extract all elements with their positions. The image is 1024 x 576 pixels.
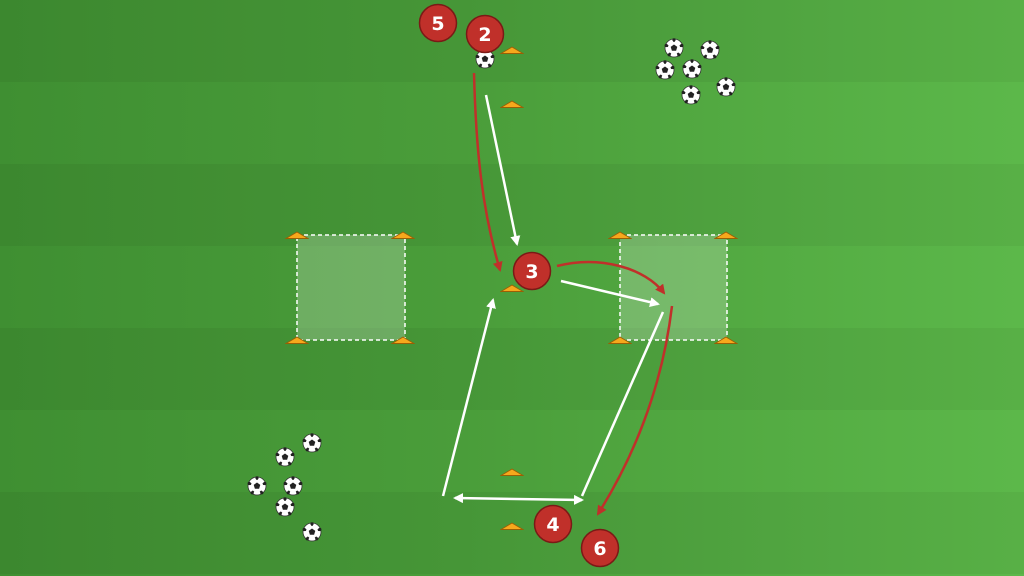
cone-icon [500, 284, 524, 292]
pass-arrow-up-to-3 [441, 298, 496, 497]
player-label: 6 [593, 538, 606, 560]
player-label: 3 [525, 261, 538, 283]
pass-arrow-2-to-3 [484, 94, 521, 246]
run-arrow-5 [472, 72, 503, 272]
ball-icon [716, 77, 736, 97]
ball-icon [302, 433, 322, 453]
pitch-stripe [0, 0, 1024, 82]
ball-icon [681, 85, 701, 105]
pass-arrow-3-to-grid [560, 279, 660, 308]
cone-icon [500, 46, 524, 54]
ball-icon [682, 59, 702, 79]
player-2: 2 [465, 14, 505, 54]
ball-icon [700, 40, 720, 60]
ball-icon [283, 476, 303, 496]
cone-icon [500, 522, 524, 530]
ball-icon [275, 497, 295, 517]
ball-icon [247, 476, 267, 496]
pitch-stripe [0, 492, 1024, 574]
pitch-stripe [0, 328, 1024, 410]
pass-arrow-double-4 [453, 493, 584, 505]
target-grid-left [296, 234, 406, 341]
run-arrow-6 [596, 305, 674, 516]
pass-arrow-grid-to-4 [580, 311, 665, 497]
ball-icon [302, 522, 322, 542]
player-5: 5 [418, 3, 458, 43]
player-3: 3 [512, 251, 552, 291]
player-label: 2 [478, 24, 491, 46]
ball-icon [275, 447, 295, 467]
player-label: 5 [431, 13, 444, 35]
player-4: 4 [533, 504, 573, 544]
cone-icon [500, 468, 524, 476]
target-grid-right [619, 234, 728, 341]
player-label: 4 [546, 514, 559, 536]
cone-icon [500, 100, 524, 108]
ball-icon [664, 38, 684, 58]
pitch-stripe [0, 164, 1024, 246]
player-6: 6 [580, 528, 620, 568]
ball-icon [655, 60, 675, 80]
run-arrow-3 [556, 260, 666, 295]
